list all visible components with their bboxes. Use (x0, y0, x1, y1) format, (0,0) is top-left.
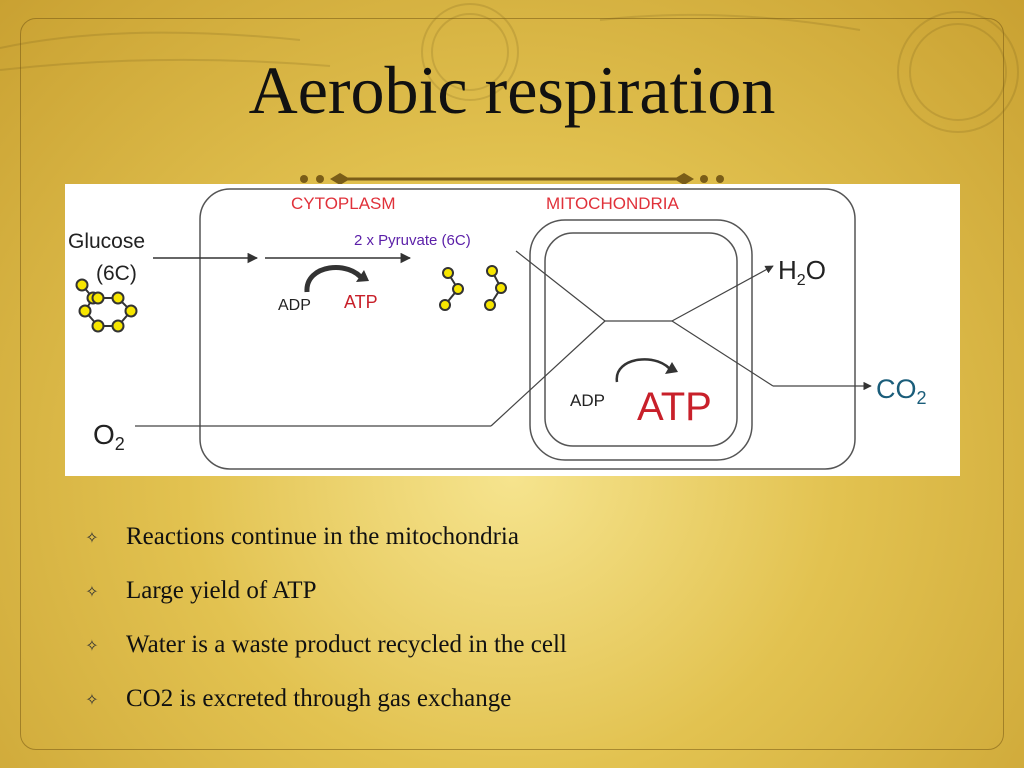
krebs-pathway-lines (490, 250, 774, 427)
respiration-diagram: CYTOPLASM MITOCHONDRIA Glucose (6C) ADP … (65, 184, 960, 476)
mitochondrion-inner (544, 232, 738, 447)
bullet-text: Large yield of ATP (126, 577, 317, 604)
carbon-dioxide-label: CO2 (876, 374, 927, 408)
bullet-list: ✧ Reactions continue in the mitochondria… (78, 510, 567, 726)
glucose-molecule (75, 278, 138, 333)
sparkle-icon: ✧ (85, 689, 99, 709)
cytoplasm-adp-label: ADP (278, 297, 311, 314)
sparkle-icon: ✧ (85, 527, 99, 547)
mitochondrion-outer (529, 219, 753, 461)
bullet-text: Water is a waste product recycled in the… (126, 631, 567, 658)
cytoplasm-label: CYTOPLASM (291, 194, 396, 213)
bullet-text: Reactions continue in the mitochondria (126, 523, 519, 550)
mitochondria-atp-label: ATP (637, 385, 712, 429)
oxygen-label: O2 (93, 419, 125, 454)
slide-frame (20, 18, 1004, 750)
pyruvate-label: 2 x Pyruvate (6C) (354, 232, 471, 249)
water-label: H2O (778, 255, 826, 289)
mitochondria-label: MITOCHONDRIA (546, 194, 680, 213)
pyruvate-molecules (439, 265, 507, 311)
sparkle-icon: ✧ (85, 635, 99, 655)
title-ornament-divider (300, 173, 724, 185)
bullet-item: ✧ CO2 is excreted through gas exchange (78, 672, 567, 726)
sparkle-icon: ✧ (85, 581, 99, 601)
bullet-item: ✧ Large yield of ATP (78, 564, 567, 618)
cytoplasm-atp-cycle-arrow (304, 265, 366, 293)
cytoplasm-atp-label: ATP (344, 292, 378, 312)
h2o-output-arrow (671, 265, 774, 322)
slide-title: Aerobic respiration (248, 52, 776, 128)
glucose-carbons-label: (6C) (96, 262, 137, 285)
mitochondria-atp-cycle-arrow (615, 358, 674, 383)
bullet-text: CO2 is excreted through gas exchange (126, 685, 512, 712)
cell-outline (199, 188, 856, 470)
glucose-label: Glucose (68, 230, 145, 253)
bullet-item: ✧ Water is a waste product recycled in t… (78, 618, 567, 672)
bullet-item: ✧ Reactions continue in the mitochondria (78, 510, 567, 564)
mitochondria-adp-label: ADP (570, 391, 605, 410)
